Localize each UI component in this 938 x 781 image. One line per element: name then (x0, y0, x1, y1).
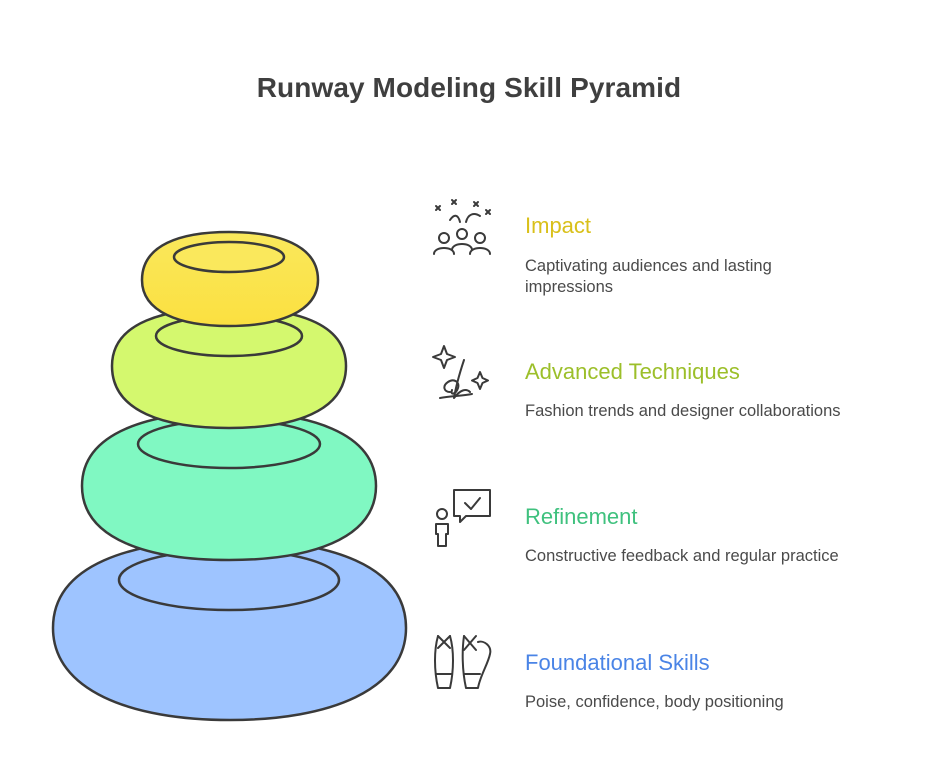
level-desc-foundational: Poise, confidence, body positioning (525, 693, 784, 711)
designer-signature-sparkle-icon (432, 345, 489, 399)
audience-applause-icon (433, 199, 491, 255)
level-title-impact: Impact (525, 213, 592, 238)
level-desc-advanced: Fashion trends and designer collaboratio… (525, 402, 841, 420)
page-title: Runway Modeling Skill Pyramid (256, 72, 682, 103)
level-title-advanced: Advanced Techniques (525, 359, 740, 384)
person-feedback-check-icon (435, 489, 491, 547)
level-title-refinement: Refinement (525, 504, 638, 529)
ring-impact-hole (172, 240, 286, 274)
ballet-shoes-icon (434, 635, 492, 689)
level-desc-impact: Captivating audiences and lasting impres… (525, 257, 772, 296)
level-desc-refinement: Constructive feedback and regular practi… (525, 547, 839, 565)
level-title-foundational: Foundational Skills (525, 650, 710, 675)
